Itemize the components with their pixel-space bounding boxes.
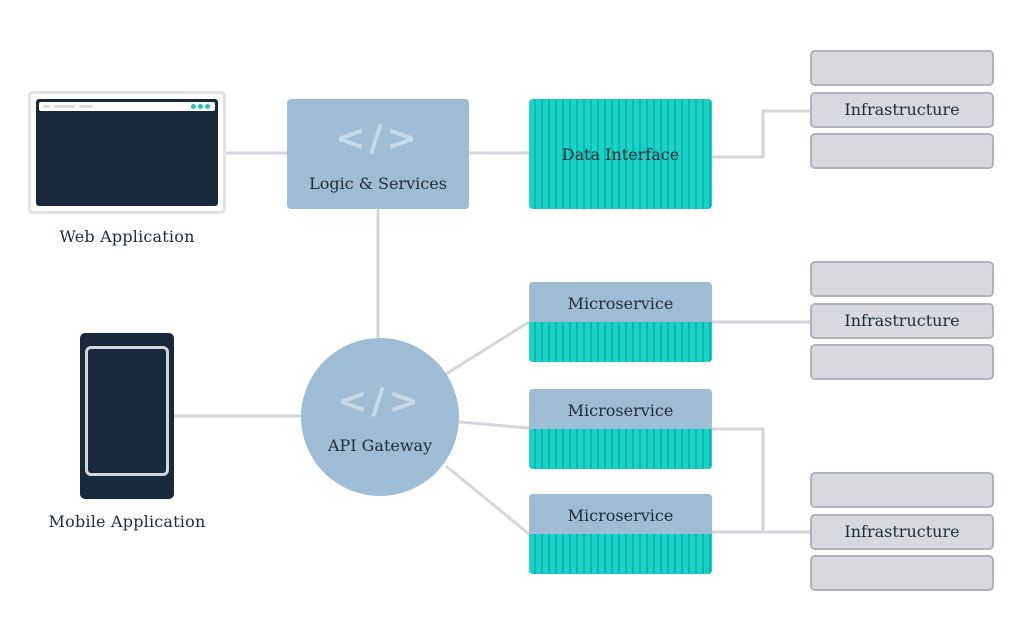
microservice-node-3: Microservice <box>529 494 712 574</box>
web-application-label: Web Application <box>59 227 195 246</box>
logic-services-node: </> Logic & Services <box>287 99 469 209</box>
microservice-node-1: Microservice <box>529 282 712 362</box>
connector-gateway-to-microservice-2 <box>458 420 530 430</box>
microservice-node-2: Microservice <box>529 389 712 469</box>
infrastructure-node-3: Infrastructure <box>810 514 994 550</box>
data-interface-node: Data Interface <box>529 99 712 209</box>
microservice-label: Microservice <box>567 294 674 313</box>
connector-gateway-to-microservice-1 <box>445 320 530 376</box>
browser-tab-icon <box>79 105 93 108</box>
connector-data-interface-to-infrastructure <box>712 109 810 159</box>
web-application-screen <box>36 99 218 206</box>
infrastructure-node-1: Infrastructure <box>810 92 994 128</box>
code-icon: </> <box>335 118 421 159</box>
api-gateway-node: </> API Gateway <box>301 338 459 496</box>
infrastructure-label: Infrastructure <box>844 522 960 541</box>
infrastructure-slot <box>810 472 994 508</box>
infrastructure-slot <box>810 261 994 297</box>
infrastructure-label: Infrastructure <box>844 100 960 119</box>
connector-gateway-to-microservice-3 <box>445 464 530 536</box>
browser-tab-icon <box>54 105 75 108</box>
infrastructure-slot <box>810 133 994 169</box>
infrastructure-slot <box>810 555 994 591</box>
microservice-label: Microservice <box>567 401 674 420</box>
window-controls-icon <box>191 104 210 109</box>
microservice-label: Microservice <box>567 506 674 525</box>
logic-services-label: Logic & Services <box>309 174 447 193</box>
api-gateway-label: API Gateway <box>327 436 433 455</box>
infrastructure-slot <box>810 50 994 86</box>
infrastructure-slot <box>810 344 994 380</box>
browser-tab-icon <box>43 105 50 108</box>
data-interface-label: Data Interface <box>561 145 680 164</box>
connector-microservice-2-to-infrastructure <box>712 427 810 534</box>
mobile-device-screen <box>85 346 169 476</box>
mobile-application-label: Mobile Application <box>48 512 206 531</box>
browser-toolbar <box>39 102 215 111</box>
infrastructure-label: Infrastructure <box>844 311 960 330</box>
code-icon: </> <box>337 381 423 422</box>
infrastructure-node-2: Infrastructure <box>810 303 994 339</box>
